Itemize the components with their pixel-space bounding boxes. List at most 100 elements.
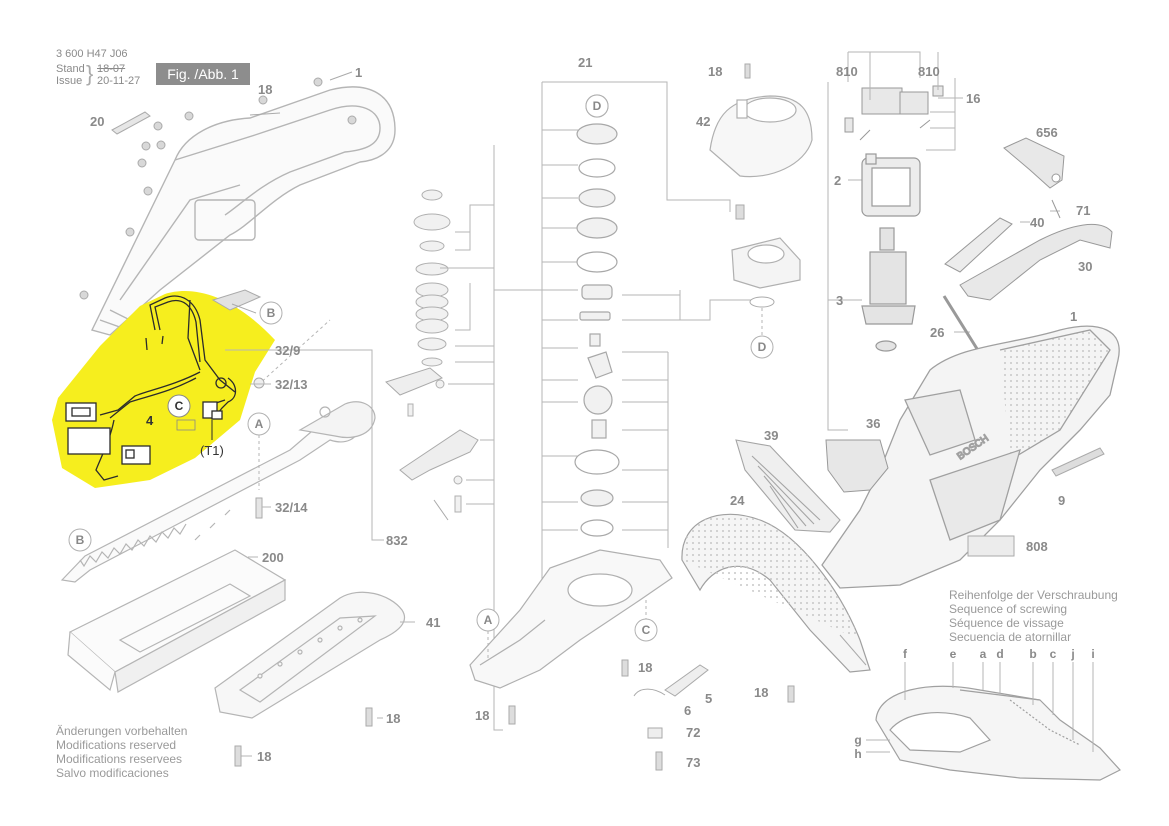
callout-36: 36 xyxy=(866,416,880,431)
issue-date: 20-11-27 xyxy=(97,75,141,87)
note-fr: Modifications reservees xyxy=(56,752,183,766)
callout-42: 42 xyxy=(696,114,710,129)
screws-bottom-left xyxy=(234,707,373,767)
seq-note-fr: Séquence de vissage xyxy=(949,616,1064,630)
callout-39: 39 xyxy=(764,428,778,443)
doc-number: 3 600 H47 J06 xyxy=(56,48,128,60)
callout-t1: (T1) xyxy=(200,443,224,458)
seq-letter-i: i xyxy=(1091,647,1094,661)
leader-lines-center xyxy=(440,81,760,731)
leader-lines-left xyxy=(225,349,415,757)
callout-32-13: 32/13 xyxy=(275,377,308,392)
brush-assembly-16 xyxy=(844,85,944,141)
lever-part xyxy=(385,367,443,396)
b-circle-top xyxy=(259,301,283,325)
plate-808 xyxy=(967,535,1015,557)
figure-tag: Fig. /Abb. 1 xyxy=(156,63,250,85)
guard-lower-41 xyxy=(214,591,406,719)
callout-2: 2 xyxy=(834,173,841,188)
callout-41: 41 xyxy=(426,615,440,630)
axis-dash-left xyxy=(257,319,331,386)
seq-note-en: Sequence of screwing xyxy=(949,602,1068,616)
callout-5: 5 xyxy=(705,691,712,706)
callout-housing-left: 1 xyxy=(355,65,362,80)
bracket-icon: } xyxy=(86,61,94,86)
callout-3: 3 xyxy=(836,293,843,308)
note-es: Salvo modificaciones xyxy=(56,766,169,780)
notes-modifications: Änderungen vorbehalten Modifications res… xyxy=(56,724,187,780)
handle-housing-left xyxy=(91,86,396,336)
seq-letter-j: j xyxy=(1070,647,1074,661)
callout-71: 71 xyxy=(1076,203,1090,218)
housing-right-1: BOSCH xyxy=(821,325,1120,589)
motor-bracket xyxy=(731,237,801,289)
callout-832: 832 xyxy=(386,533,408,548)
label-strip-9 xyxy=(1051,447,1105,477)
callout-656: 656 xyxy=(1036,125,1058,140)
seq-letter-h: h xyxy=(854,747,861,761)
strip-part-20 xyxy=(111,111,151,135)
sequence-leader-lines xyxy=(866,662,1094,753)
callout-26: 26 xyxy=(930,325,944,340)
callout-1-right: 1 xyxy=(1070,309,1077,324)
leader-lines-right-top xyxy=(827,51,1060,431)
a-circle-left-label: A xyxy=(255,417,264,431)
callout-30: 30 xyxy=(1078,259,1092,274)
callout-18-f: 18 xyxy=(754,685,768,700)
highlight-cable-harness xyxy=(52,291,275,488)
part-656 xyxy=(1003,137,1065,189)
washer-stack-left xyxy=(407,189,463,513)
callout-32-9: 32/9 xyxy=(275,343,300,358)
callout-18-d: 18 xyxy=(638,660,652,675)
blade-guard-200 xyxy=(67,549,287,693)
callout-810-b: 810 xyxy=(918,64,940,79)
c-circle-label: C xyxy=(175,399,184,413)
cap-42 xyxy=(709,95,813,178)
gear-ring-stack xyxy=(574,94,620,537)
arm-part xyxy=(399,429,479,481)
stand-old-date: 18-07 xyxy=(97,63,126,75)
screwing-sequence-view xyxy=(875,685,1121,781)
callout-6: 6 xyxy=(684,703,691,718)
callout-18-a: 18 xyxy=(386,711,400,726)
callout-72: 72 xyxy=(686,725,700,740)
switch-lever-40 xyxy=(944,217,1013,273)
a-circle-center-label: A xyxy=(484,613,493,627)
seq-letter-c: c xyxy=(1050,647,1057,661)
callout-73: 73 xyxy=(686,755,700,770)
stand-label: Stand xyxy=(56,63,85,75)
callout-18-b: 18 xyxy=(257,749,271,764)
clip-part xyxy=(211,289,262,311)
vent-grille-39 xyxy=(735,439,841,533)
cable-harness-4 xyxy=(65,295,237,481)
seq-letter-e: e xyxy=(950,647,957,661)
d-circle-right xyxy=(750,335,774,359)
gear-housing xyxy=(469,549,673,689)
note-en: Modifications reserved xyxy=(56,738,177,752)
notes-screwing-sequence: Reihenfolge der Verschraubung Sequence o… xyxy=(949,588,1118,644)
note-de: Änderungen vorbehalten xyxy=(56,724,188,738)
seq-letter-a: a xyxy=(980,647,987,661)
seq-letter-g: g xyxy=(854,733,861,747)
callout-32-14: 32/14 xyxy=(275,500,308,515)
callout-200: 200 xyxy=(262,550,284,565)
seq-letter-f: f xyxy=(903,647,908,661)
callout-18-c: 18 xyxy=(708,64,722,79)
d-circle-center-label: D xyxy=(593,99,602,113)
callout-21: 21 xyxy=(578,55,592,70)
callout-810-a: 810 xyxy=(836,64,858,79)
callout-808: 808 xyxy=(1026,539,1048,554)
b-circle-bottom-label: B xyxy=(76,533,85,547)
seq-note-es: Secuencia de atornillar xyxy=(949,630,1072,644)
d-circle-right-label: D xyxy=(758,340,767,354)
spring-71 xyxy=(1051,199,1061,219)
stator-2 xyxy=(861,153,921,217)
c-callout-circle xyxy=(167,394,191,418)
callout-16: 16 xyxy=(966,91,980,106)
cable-grommet-5 xyxy=(664,664,709,697)
callout-9: 9 xyxy=(1058,493,1065,508)
seq-letter-b: b xyxy=(1029,647,1036,661)
callout-24: 24 xyxy=(730,493,745,508)
